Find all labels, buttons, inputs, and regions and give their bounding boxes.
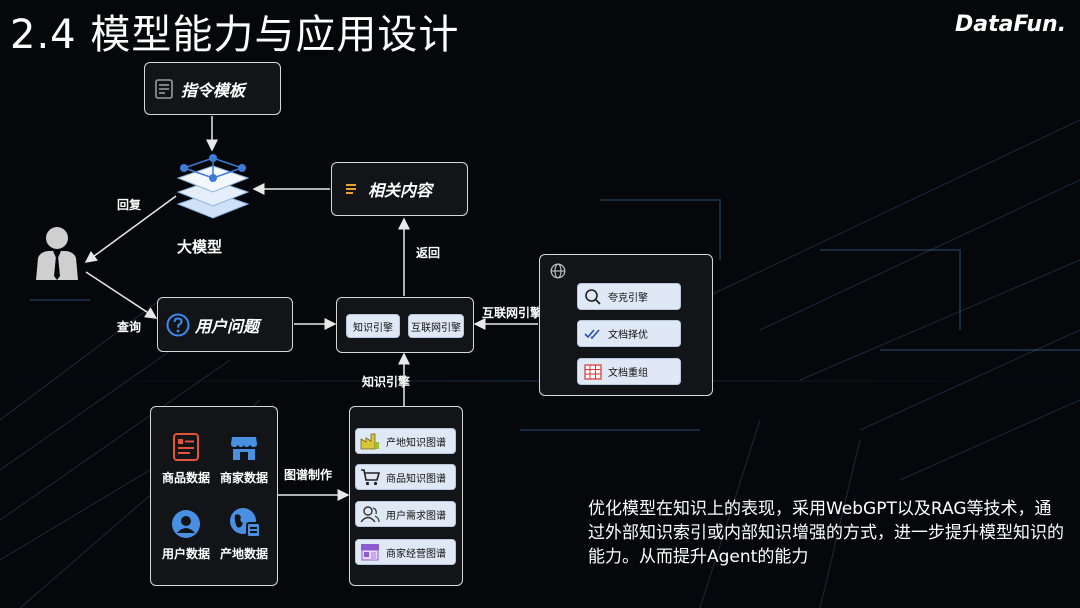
doc-select-chip: 文档择优 xyxy=(577,320,681,347)
big-model-label: 大模型 xyxy=(177,238,223,256)
instruction-template-node: 指令模板 xyxy=(144,62,281,115)
knowledge-engine-label: 知识引擎 xyxy=(362,375,411,389)
shop-icon xyxy=(361,544,379,561)
doc-restructure-chip: 文档重组 xyxy=(577,358,681,385)
origin-globe-icon xyxy=(230,508,261,538)
origin-data-label: 产地数据 xyxy=(219,547,268,561)
related-content-node: 相关内容 xyxy=(331,162,468,216)
doc-select-label: 文档择优 xyxy=(608,330,648,341)
product-graph-label: 商品知识图谱 xyxy=(386,473,446,485)
datafun-logo: DataFun. xyxy=(955,12,1067,37)
page-title: 2.4 模型能力与应用设计 xyxy=(10,12,460,58)
reply-label: 回复 xyxy=(117,198,142,212)
quark-engine-chip: 夸克引擎 xyxy=(577,283,681,310)
knowledge-engine-chip-label: 知识引擎 xyxy=(353,322,393,334)
instruction-template-label: 指令模板 xyxy=(181,80,246,100)
list-icon xyxy=(346,184,356,194)
double-check-icon xyxy=(584,328,600,339)
user-question-label: 用户问题 xyxy=(195,316,260,336)
search-icon xyxy=(585,288,601,305)
related-content-label: 相关内容 xyxy=(368,181,433,200)
origin-graph-label: 产地知识图谱 xyxy=(386,437,446,449)
product-graph-chip: 商品知识图谱 xyxy=(355,464,456,490)
internet-engine-label: 互联网引擎 xyxy=(482,306,543,320)
merchant-ops-graph-label: 商家经营图谱 xyxy=(386,548,446,560)
user-icon xyxy=(36,227,78,280)
cart-icon xyxy=(361,469,380,486)
description-text: 优化模型在知识上的表现，采用WebGPT以及RAG等技术，通过外部知识索引或内部… xyxy=(588,499,1064,567)
quark-engine-label: 夸克引擎 xyxy=(608,293,648,304)
user-avatar-icon xyxy=(172,510,200,538)
data-sources-node: 商品数据 商家数据 用户数据 产地数据 xyxy=(150,406,278,586)
internet-engine-chip: 互联网引擎 xyxy=(408,314,464,338)
user-need-graph-label: 用户需求图谱 xyxy=(386,510,446,522)
doc-restructure-label: 文档重组 xyxy=(608,368,648,379)
user-question-node: 用户问题 xyxy=(157,297,293,352)
table-icon xyxy=(584,363,602,380)
merchant-ops-graph-chip: 商家经营图谱 xyxy=(355,539,456,565)
user-data-label: 用户数据 xyxy=(161,547,210,561)
user-need-graph-chip: 用户需求图谱 xyxy=(355,501,456,527)
product-data-label: 商品数据 xyxy=(161,471,210,485)
graph-making-label: 图谱制作 xyxy=(284,468,333,482)
globe-icon xyxy=(550,263,566,279)
query-label: 查询 xyxy=(117,320,142,334)
origin-graph-chip: 产地知识图谱 xyxy=(355,428,456,454)
document-icon xyxy=(155,78,173,99)
users-icon xyxy=(360,506,380,523)
engines-node: 知识引擎 互联网引擎 xyxy=(336,297,474,353)
product-list-icon xyxy=(173,433,199,461)
internet-engine-chip-label: 互联网引擎 xyxy=(411,322,461,334)
knowledge-engine-chip: 知识引擎 xyxy=(346,314,400,338)
internet-tools-node: 夸克引擎 文档择优 文档重组 xyxy=(539,254,713,396)
question-icon xyxy=(166,313,190,336)
factory-icon xyxy=(360,433,379,450)
return-label: 返回 xyxy=(416,246,441,260)
merchant-data-label: 商家数据 xyxy=(219,471,268,485)
knowledge-graphs-node: 产地知识图谱 商品知识图谱 用户需求图谱 商家经营图谱 xyxy=(349,406,463,586)
store-icon xyxy=(231,437,257,460)
layers-model-icon xyxy=(176,154,250,219)
